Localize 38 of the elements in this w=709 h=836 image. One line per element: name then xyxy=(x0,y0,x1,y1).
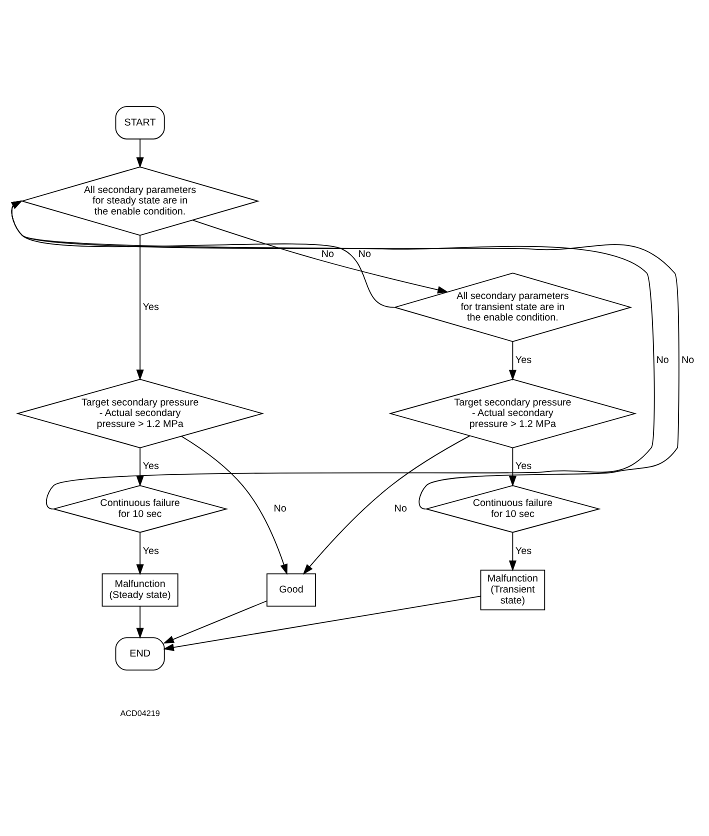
node-box: Good xyxy=(266,572,316,606)
arrow xyxy=(180,435,288,574)
edge-label: No xyxy=(394,502,407,514)
arrow xyxy=(508,532,516,571)
edge-label: Yes xyxy=(515,354,532,366)
edge-label: Yes xyxy=(515,460,532,472)
node-diamond: All secondary parameters for transient state are in the enable condition. xyxy=(393,272,632,342)
node-box: Malfunction (Steady state) xyxy=(102,572,178,606)
edge-label: Yes xyxy=(142,301,159,312)
arrow xyxy=(136,234,144,380)
node-diamond: Target secondary pressure - Actual secondary pressure > 1.2 MPa xyxy=(388,378,637,448)
arrow xyxy=(136,138,144,168)
arrow xyxy=(192,219,448,294)
node-box: Malfunction (Transient state) xyxy=(480,569,546,610)
edge-label: Yes xyxy=(515,545,532,556)
node-diamond: Continuous failure for 10 sec xyxy=(424,484,601,532)
edge-label: No xyxy=(681,354,694,366)
edge-label: Yes xyxy=(142,545,159,556)
arrow xyxy=(136,532,144,575)
node-diamond: All secondary parameters for steady state are in the enable condition. xyxy=(20,166,260,236)
edge-label: No xyxy=(274,502,286,514)
edge-label: Yes xyxy=(142,460,159,472)
arrow xyxy=(136,605,144,638)
label: ACD04219 xyxy=(120,708,160,718)
arrow xyxy=(508,447,516,486)
node-diamond: Target secondary pressure - Actual secondary pressure > 1.2 MPa xyxy=(16,378,264,448)
arrow xyxy=(163,595,482,651)
edge-label: No xyxy=(321,248,334,260)
edge-label: No xyxy=(656,354,669,366)
node-box: START xyxy=(115,106,165,139)
arrow xyxy=(136,447,144,486)
arrow xyxy=(508,340,516,380)
node-box: END xyxy=(115,636,165,670)
edge-label: No xyxy=(358,248,371,260)
node-diamond: Continuous failure for 10 sec xyxy=(52,484,228,532)
arrow xyxy=(302,434,470,574)
arrow xyxy=(11,200,394,308)
arrow xyxy=(163,600,268,643)
